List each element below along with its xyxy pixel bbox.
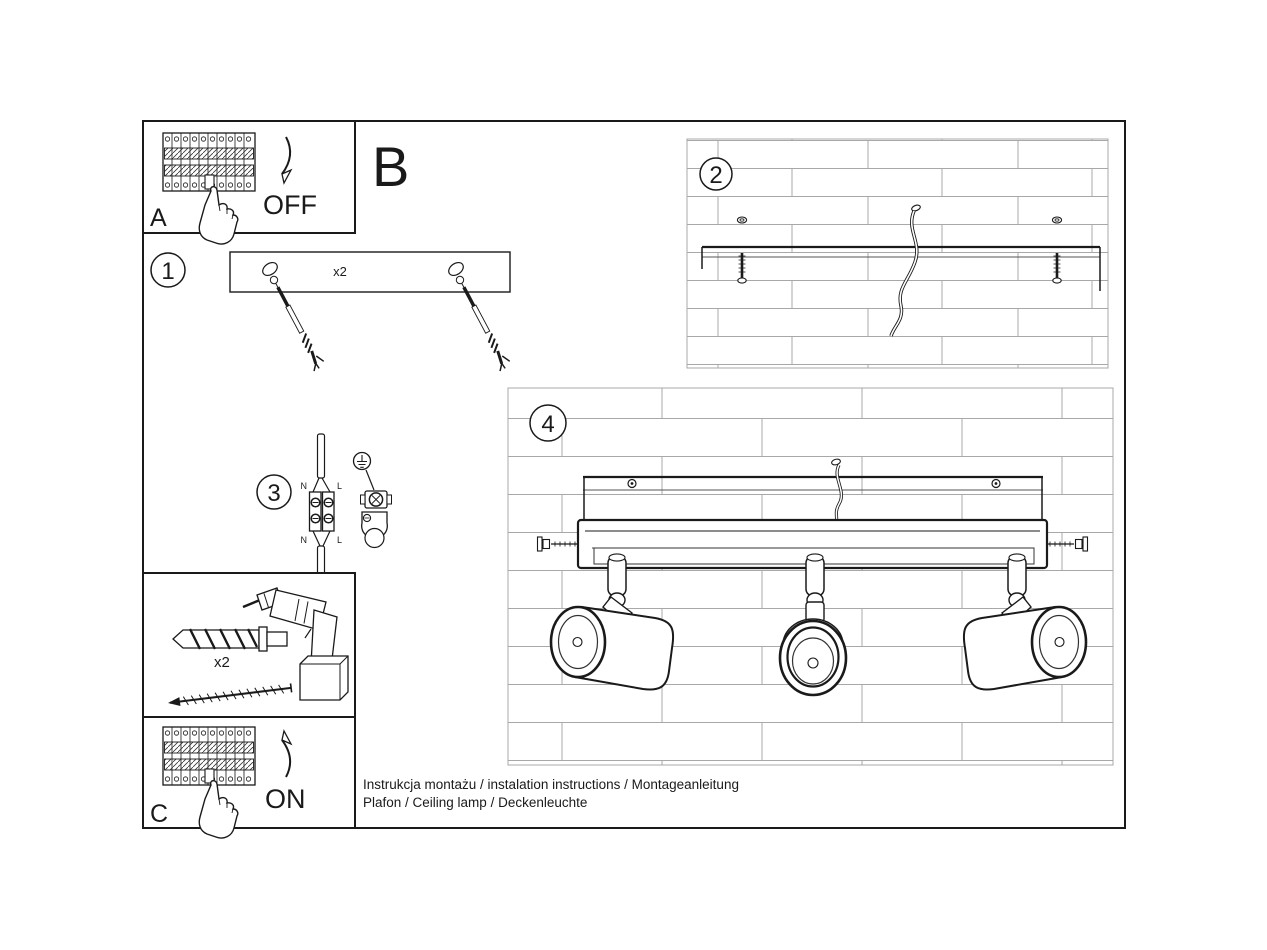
wall-plug-ribs: [188, 628, 259, 650]
section-b-label: B: [372, 135, 409, 198]
panel-a-power-off: OFF A: [142, 120, 356, 245]
step-2-number: 2: [709, 162, 722, 189]
terminal-label-n-bottom: N: [301, 535, 308, 545]
spotlight-left: [549, 553, 675, 691]
terminal-right: [321, 491, 335, 532]
wall-plug-icon: [172, 626, 288, 652]
ground-lead: [365, 469, 375, 491]
wire-split-bottom: [312, 530, 331, 547]
step-4-badge: [529, 404, 567, 442]
drill-trigger: [304, 628, 312, 639]
step-1-badge: [150, 252, 186, 288]
arrow-up-icon: [281, 739, 292, 778]
panel-c-power-on: ON C: [142, 716, 356, 839]
spotlight-right: [962, 553, 1088, 691]
panel-c-label: C: [150, 800, 168, 828]
brick-wall: [686, 138, 1109, 369]
drill-icon: [242, 587, 349, 701]
step-1-quantity: x2: [333, 264, 347, 279]
terminal-label-l-bottom: L: [337, 535, 342, 545]
step-2-badge: [699, 157, 733, 191]
side-screw-right: [1047, 536, 1089, 552]
step-2-bracket-on-wall: 2: [686, 138, 1109, 369]
screw-tip: [168, 697, 181, 707]
terminal-label-l-top: L: [337, 481, 342, 491]
drill-bit: [242, 598, 261, 609]
step-1-mounting-bar: 1 x2: [150, 251, 514, 373]
side-screw-left: [536, 536, 578, 552]
power-cable: [831, 458, 843, 523]
step-1-number: 1: [161, 258, 174, 285]
screw-end: [289, 683, 293, 693]
ground-clamp-hole: [364, 527, 385, 549]
cable-top: [316, 433, 326, 479]
screw-threads: [182, 684, 285, 706]
on-label: ON: [265, 784, 306, 814]
ground-connection: [352, 451, 392, 549]
power-cable: [889, 204, 921, 337]
arrow-up-head: [281, 729, 293, 746]
spotlight-center-hole: [1054, 636, 1065, 648]
bar-hole-right: [448, 261, 464, 277]
drill-battery: [299, 655, 349, 701]
footer-line-2: Plafon / Ceiling lamp / Deckenleuchte: [363, 795, 587, 810]
wire-split-top: [312, 477, 331, 493]
arrow-down-icon: [281, 136, 292, 175]
hardware-panel: x2: [142, 572, 356, 718]
step-4-number: 4: [541, 411, 554, 438]
spotlight-rim: [786, 626, 840, 688]
arrow-down-head: [281, 168, 293, 185]
footer-line-1: Instrukcja montażu / instalation instruc…: [363, 777, 739, 792]
spotlight-center-hole: [572, 636, 583, 648]
screw-icon: [168, 683, 293, 707]
mounting-bracket: [701, 245, 1101, 291]
hardware-quantity: x2: [214, 654, 230, 671]
spotlight-center-hole: [807, 657, 819, 669]
wall-plug-collar: [258, 626, 268, 652]
terminal-label-n-top: N: [301, 481, 308, 491]
step-4-mounted-lamp: 4: [507, 387, 1114, 766]
step-3-badge: [256, 474, 292, 510]
panel-a-label: A: [150, 204, 167, 232]
spotlight-middle: [778, 553, 848, 697]
off-label: OFF: [263, 190, 317, 220]
terminal-left: [308, 491, 322, 532]
bar-hole-left: [262, 261, 278, 277]
step-3-number: 3: [267, 480, 280, 507]
footer-title-block: Instrukcja montażu / instalation instruc…: [363, 777, 739, 810]
